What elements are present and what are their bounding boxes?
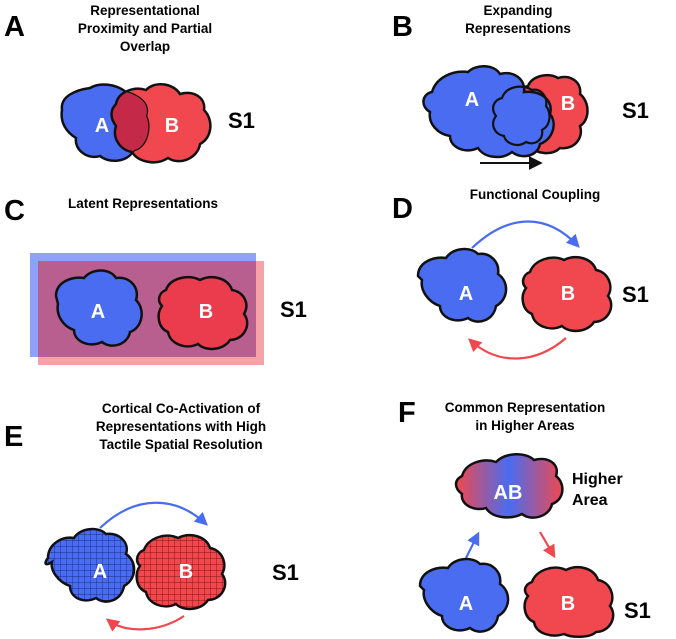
panel-e-coupling-arrow-a-to-b: [99, 501, 208, 529]
panel-b-label-a: A: [465, 89, 479, 111]
panel-a-label-a: A: [95, 115, 109, 137]
panel-a-label-b: B: [165, 115, 179, 137]
panel-e-area-s1: S1: [272, 560, 299, 585]
panel-a-title-line-3: Overlap: [120, 39, 170, 54]
panel-b-region-a: [422, 65, 555, 159]
panel-d-area-s1: S1: [622, 282, 649, 307]
panel-d-region-b: [521, 256, 613, 333]
panel-e-title-line-3: Tactile Spatial Resolution: [99, 437, 262, 452]
panel-a-overlap-region: [110, 84, 149, 161]
panel-d-title-line-1: Functional Coupling: [470, 187, 600, 202]
panel-b-expansion-outline: [492, 85, 551, 146]
panel-c-region-a: [54, 269, 143, 347]
panel-f: F Common Representation in Higher Areas …: [398, 397, 651, 638]
panel-d-letter: D: [392, 193, 413, 225]
panel-e: E Cortical Co-Activation of Representati…: [4, 401, 299, 632]
panel-e-region-a: [44, 527, 136, 603]
panel-b-label-b: B: [561, 93, 575, 115]
panel-a-title-line-2: Proximity and Partial: [78, 21, 212, 36]
panel-d: D Functional Coupling A B S1: [392, 187, 649, 360]
panel-e-label-b: B: [179, 561, 193, 583]
panel-f-arrow-a-to-higher: [465, 531, 480, 559]
panel-d-label-a: A: [459, 283, 473, 305]
panel-f-title-line-1: Common Representation: [445, 400, 606, 415]
panel-b: B Expanding Representations A B S1: [392, 3, 649, 170]
panel-a: A Representational Proximity and Partial…: [4, 3, 255, 164]
panel-c-area-s1: S1: [280, 297, 307, 322]
panel-e-letter: E: [4, 421, 23, 453]
panel-c-region-b: [157, 276, 249, 351]
panel-f-label-ab: AB: [494, 482, 523, 504]
panel-f-label-b: B: [561, 593, 575, 615]
panel-a-title-line-1: Representational: [90, 3, 200, 18]
panel-d-coupling-arrow-b-to-a: [468, 337, 567, 360]
panel-f-higher-label-line-2: Area: [572, 492, 608, 509]
panel-f-region-a: [418, 557, 510, 633]
panel-e-label-a: A: [93, 561, 107, 583]
panel-f-region-b: [523, 566, 615, 638]
panel-e-title-line-2: Representations with High: [96, 419, 266, 434]
panel-b-letter: B: [392, 11, 413, 43]
panel-a-letter: A: [4, 11, 25, 43]
panel-c-label-b: B: [199, 301, 213, 323]
panel-f-title-line-2: in Higher Areas: [475, 418, 574, 433]
panel-c-label-a: A: [91, 301, 105, 323]
panel-e-region-b: [135, 534, 227, 611]
panel-b-area-s1: S1: [622, 98, 649, 123]
panel-a-area-s1: S1: [228, 108, 255, 133]
panel-f-higher-label-line-1: Higher: [572, 471, 623, 488]
panel-d-region-a: [416, 247, 508, 323]
panel-f-arrow-higher-to-b: [539, 531, 556, 559]
panel-b-title-line-1: Expanding: [483, 3, 552, 18]
panel-d-coupling-arrow-a-to-b: [471, 220, 580, 249]
panel-c: C Latent Representations A B S1: [4, 195, 307, 365]
panel-f-higher-area-region: [454, 453, 564, 519]
panel-c-letter: C: [4, 195, 25, 227]
panel-e-title-line-1: Cortical Co-Activation of: [102, 401, 261, 416]
panel-c-title-line-1: Latent Representations: [68, 196, 218, 211]
panel-e-coupling-arrow-b-to-a: [105, 615, 185, 632]
panel-f-label-a: A: [459, 593, 473, 615]
panel-d-label-b: B: [561, 283, 575, 305]
panel-f-letter: F: [398, 397, 416, 429]
panel-b-title-line-2: Representations: [465, 21, 571, 36]
panel-f-area-s1: S1: [624, 598, 651, 623]
